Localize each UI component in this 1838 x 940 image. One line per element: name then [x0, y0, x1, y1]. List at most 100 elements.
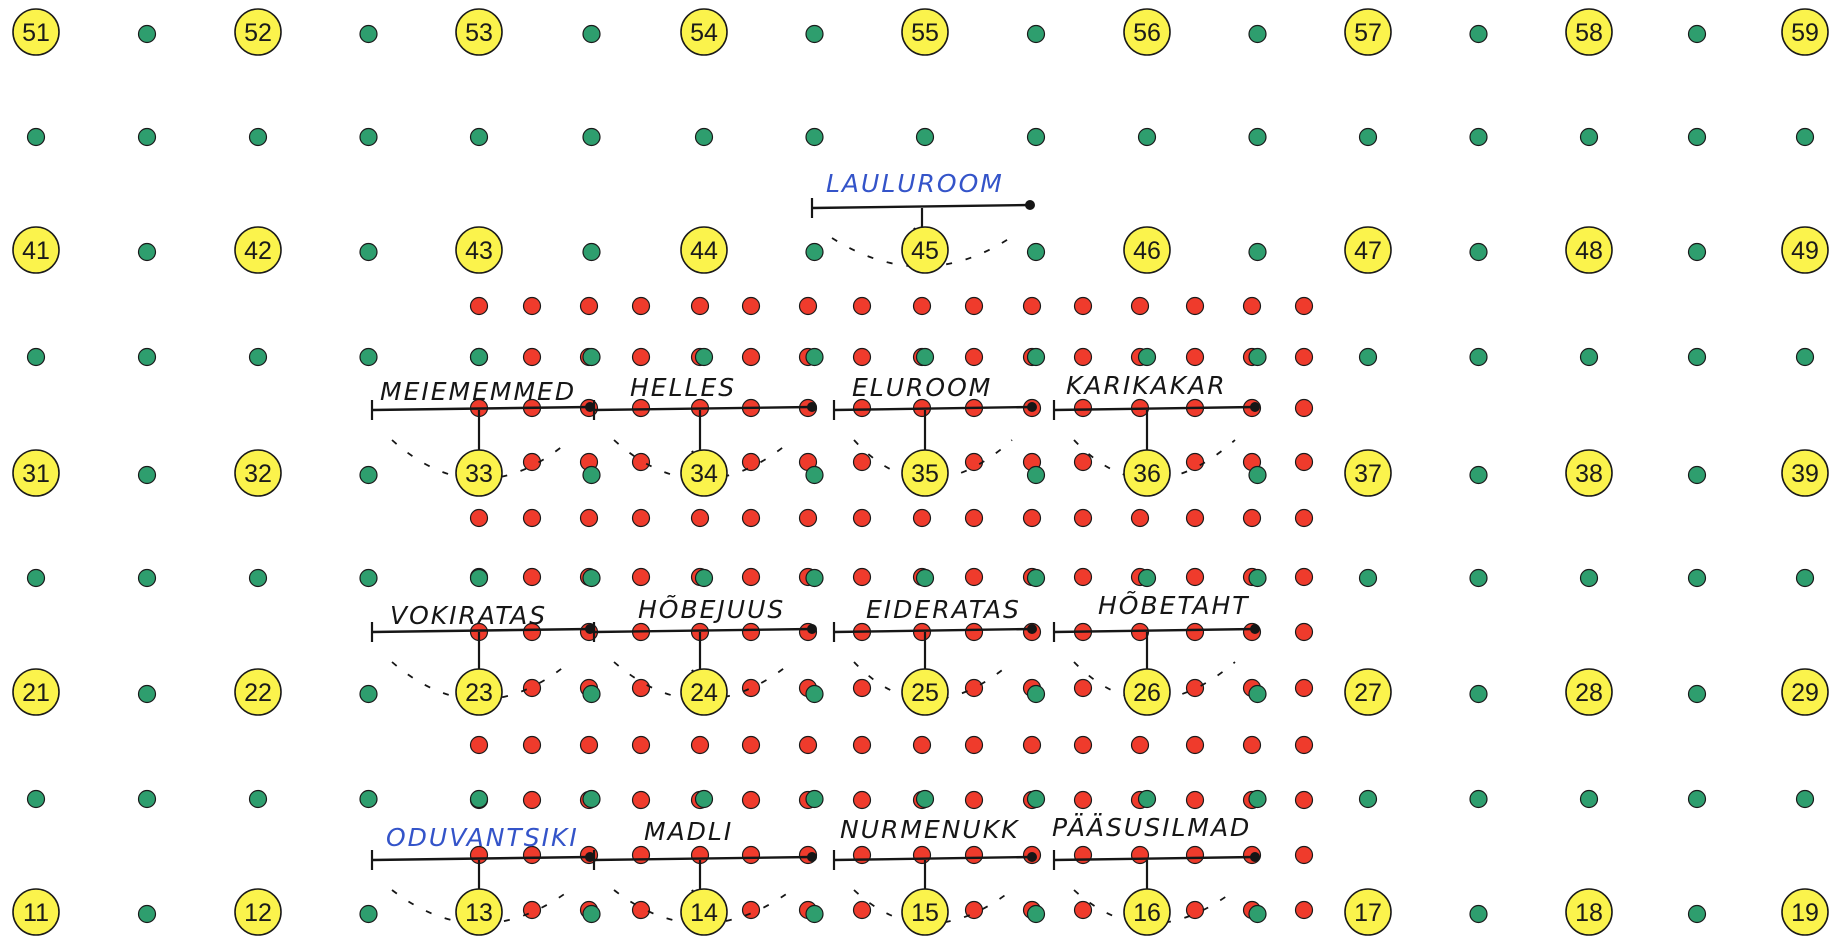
red-dot — [852, 735, 872, 755]
green-dot — [137, 904, 157, 924]
bed-line — [811, 203, 1031, 210]
green-dot — [137, 347, 157, 367]
marker-17 — [1344, 888, 1392, 936]
green-dot — [805, 904, 824, 924]
red-dot — [852, 452, 872, 472]
red-dot — [690, 296, 710, 316]
red-dot — [798, 296, 818, 316]
red-dot — [741, 452, 761, 472]
green-dot — [248, 347, 268, 367]
red-dot — [1185, 567, 1205, 587]
red-dot — [1185, 678, 1205, 698]
marker-number: 49 — [1791, 237, 1819, 265]
red-dot — [631, 347, 651, 367]
red-dot — [852, 398, 872, 418]
marker-56 — [1123, 8, 1171, 56]
plant-label: HELLES — [630, 373, 736, 402]
red-dot — [852, 678, 872, 698]
plant-label: NURMENUKK — [840, 815, 1020, 844]
green-dot — [582, 242, 601, 262]
green-dot — [359, 347, 378, 367]
marker-number: 28 — [1575, 679, 1603, 707]
marker-number: 54 — [690, 19, 718, 47]
red-dot — [1185, 508, 1205, 528]
green-dot — [915, 568, 935, 588]
marker-number: 41 — [22, 237, 50, 265]
green-dot — [805, 127, 824, 147]
green-dot — [582, 789, 601, 809]
plant-label: KARIKAKAR — [1066, 371, 1227, 400]
marker-52 — [234, 8, 282, 56]
bed-end — [1250, 624, 1260, 634]
plant-label: PÄÄSUSILMAD — [1052, 813, 1251, 842]
green-dot — [1026, 684, 1046, 704]
green-dot — [582, 465, 601, 485]
marker-38 — [1565, 449, 1613, 497]
marker-53 — [455, 8, 503, 56]
red-dot — [852, 296, 872, 316]
marker-55 — [901, 8, 949, 56]
red-dot — [1242, 508, 1262, 528]
marker-number: 47 — [1354, 237, 1382, 265]
red-dot — [1185, 735, 1205, 755]
green-dot — [1248, 127, 1267, 147]
green-dot — [1026, 789, 1046, 809]
green-dot — [1579, 347, 1599, 367]
green-dot — [805, 24, 824, 44]
green-dot — [694, 789, 714, 809]
green-dot — [1358, 568, 1378, 588]
green-dot — [359, 24, 378, 44]
green-dot — [1687, 24, 1707, 44]
red-dot — [1022, 508, 1042, 528]
red-dot — [522, 900, 542, 920]
green-dot — [1026, 127, 1046, 147]
marker-number: 33 — [465, 460, 493, 488]
bed-line — [371, 405, 591, 412]
green-dot — [1795, 789, 1815, 809]
green-dot — [1026, 568, 1046, 588]
green-dot — [1026, 347, 1046, 367]
marker-number: 48 — [1575, 237, 1603, 265]
marker-number: 59 — [1791, 19, 1819, 47]
marker-number: 27 — [1354, 679, 1382, 707]
marker-45 — [901, 226, 949, 274]
red-dot — [1294, 296, 1314, 316]
green-dot — [26, 127, 46, 147]
marker-15 — [901, 888, 949, 936]
marker-43 — [455, 226, 503, 274]
green-dot — [1358, 127, 1378, 147]
marker-39 — [1781, 449, 1829, 497]
bed-arc — [1073, 661, 1236, 701]
green-dot — [805, 789, 824, 809]
red-dot — [522, 296, 542, 316]
green-dot — [359, 904, 378, 924]
red-dot — [912, 622, 932, 642]
red-dot — [522, 622, 542, 642]
green-dot — [1248, 24, 1267, 44]
red-dot — [631, 900, 651, 920]
green-dot — [582, 127, 601, 147]
marker-number: 13 — [465, 899, 493, 927]
bed-end — [1025, 200, 1035, 210]
marker-44 — [680, 226, 728, 274]
marker-number: 55 — [911, 19, 939, 47]
red-dot — [1073, 508, 1093, 528]
green-dot — [359, 789, 378, 809]
green-dot — [469, 127, 489, 147]
red-dot — [690, 735, 710, 755]
bed-arc — [613, 889, 793, 925]
bed-end — [1250, 852, 1260, 862]
marker-28 — [1565, 668, 1613, 716]
red-dot — [964, 452, 984, 472]
green-dot — [1687, 465, 1707, 485]
red-dot — [741, 567, 761, 587]
marker-number: 14 — [690, 899, 718, 927]
green-dot — [582, 904, 601, 924]
marker-49 — [1781, 226, 1829, 274]
red-dot — [631, 508, 651, 528]
marker-number: 51 — [22, 19, 50, 47]
marker-27 — [1344, 668, 1392, 716]
red-dot — [964, 678, 984, 698]
bed-end — [1027, 402, 1037, 412]
marker-number: 57 — [1354, 19, 1382, 47]
